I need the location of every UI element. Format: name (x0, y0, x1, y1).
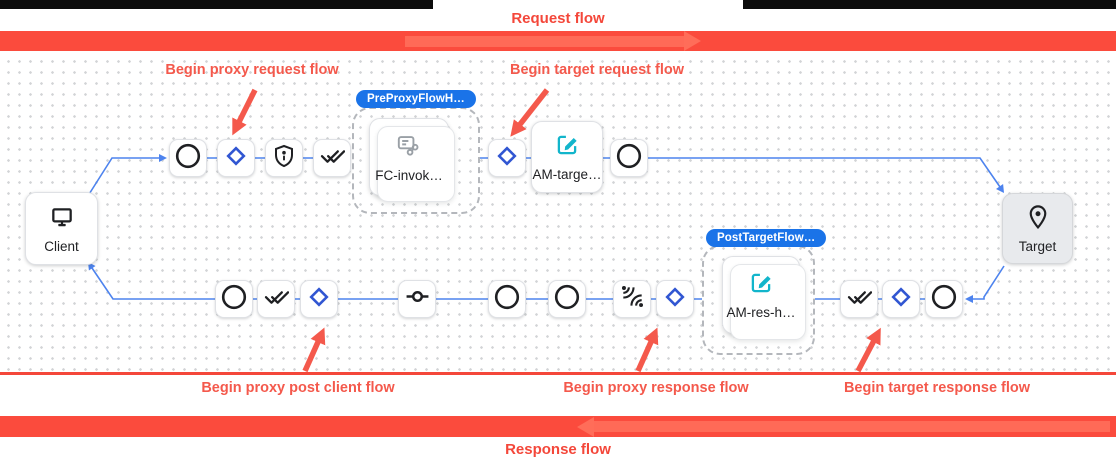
flow-callout-node[interactable]: FC-invok… (369, 118, 455, 202)
post-client-diamond-node[interactable] (300, 280, 338, 318)
monitor-icon (49, 204, 75, 235)
response-circle-node[interactable] (215, 280, 253, 318)
assign-message-target-node[interactable]: AM-targe… (531, 121, 603, 193)
double-check-icon (320, 143, 345, 173)
assign-message-response-node[interactable]: AM-res-h… (722, 256, 806, 340)
security-policy-node[interactable] (265, 139, 303, 177)
circle-icon (494, 284, 520, 315)
diamond-icon (226, 145, 246, 171)
annotation-proxy-request: Begin proxy request flow (165, 62, 339, 78)
response-flow-start-node[interactable] (925, 280, 963, 318)
circle-icon (175, 143, 201, 174)
top-black-bar-left (0, 0, 433, 9)
pre-proxy-flow-hook-badge[interactable]: PreProxyFlowH… (356, 90, 476, 108)
flow-callout-node-label: FC-invok… (375, 167, 443, 183)
edit-square-icon (748, 270, 774, 301)
shield-icon (272, 144, 296, 173)
circle-icon (554, 284, 580, 315)
circle-icon (616, 143, 642, 174)
assign-message-response-label: AM-res-h… (726, 305, 796, 320)
pre-proxy-flow-hook-group (352, 107, 480, 214)
double-check-node[interactable] (313, 139, 351, 177)
flow-callout-icon (396, 132, 423, 164)
diamond-icon (891, 286, 911, 312)
canvas-bottom-border (0, 372, 1116, 375)
request-flow-bar (0, 31, 1116, 51)
diamond-icon (665, 286, 685, 312)
request-flow-arrow-body (405, 35, 685, 47)
annotation-target-request: Begin target request flow (509, 62, 685, 78)
annotation-target-response: Begin target response flow (843, 380, 1031, 396)
response-circle-node[interactable] (488, 280, 526, 318)
response-double-check-node[interactable] (257, 280, 295, 318)
assign-message-target-label: AM-targe… (532, 167, 602, 182)
request-flow-node[interactable] (169, 139, 207, 177)
edit-square-icon (554, 132, 580, 163)
double-check-icon (847, 284, 872, 314)
circle-icon (221, 284, 247, 315)
target-response-double-check-node[interactable] (840, 280, 878, 318)
diamond-icon (309, 286, 329, 312)
annotation-proxy-post-client: Begin proxy post client flow (201, 380, 395, 396)
proxy-request-diamond-node[interactable] (217, 139, 255, 177)
annotation-proxy-response: Begin proxy response flow (563, 380, 749, 396)
response-circle-node[interactable] (548, 280, 586, 318)
right-arrow-icon (684, 31, 701, 51)
top-black-bar-right (743, 0, 1116, 9)
commit-marker-node[interactable] (398, 280, 436, 318)
target-response-diamond-node[interactable] (882, 280, 920, 318)
proxy-response-diamond-node[interactable] (656, 280, 694, 318)
client-node[interactable]: Client (25, 192, 98, 265)
post-target-flow-hook-badge[interactable]: PostTargetFlow… (706, 229, 827, 247)
response-flow-banner-label: Response flow (505, 441, 611, 458)
target-node-label: Target (1018, 238, 1057, 254)
request-flow-end-node[interactable] (610, 139, 648, 177)
client-node-label: Client (44, 238, 79, 254)
commit-icon (405, 284, 430, 314)
location-pin-icon (1025, 204, 1051, 235)
signal-waves-icon (620, 284, 645, 314)
double-check-icon (264, 284, 289, 314)
target-request-diamond-node[interactable] (488, 139, 526, 177)
left-arrow-icon (577, 416, 594, 437)
diamond-icon (497, 145, 517, 171)
response-flow-arrow-body (594, 421, 1110, 432)
flow-editor-canvas[interactable] (0, 52, 1116, 372)
signal-waves-node[interactable] (613, 280, 651, 318)
response-flow-bar (0, 416, 1116, 437)
circle-icon (931, 284, 957, 315)
request-flow-banner-label: Request flow (511, 10, 605, 27)
target-node[interactable]: Target (1002, 193, 1073, 264)
